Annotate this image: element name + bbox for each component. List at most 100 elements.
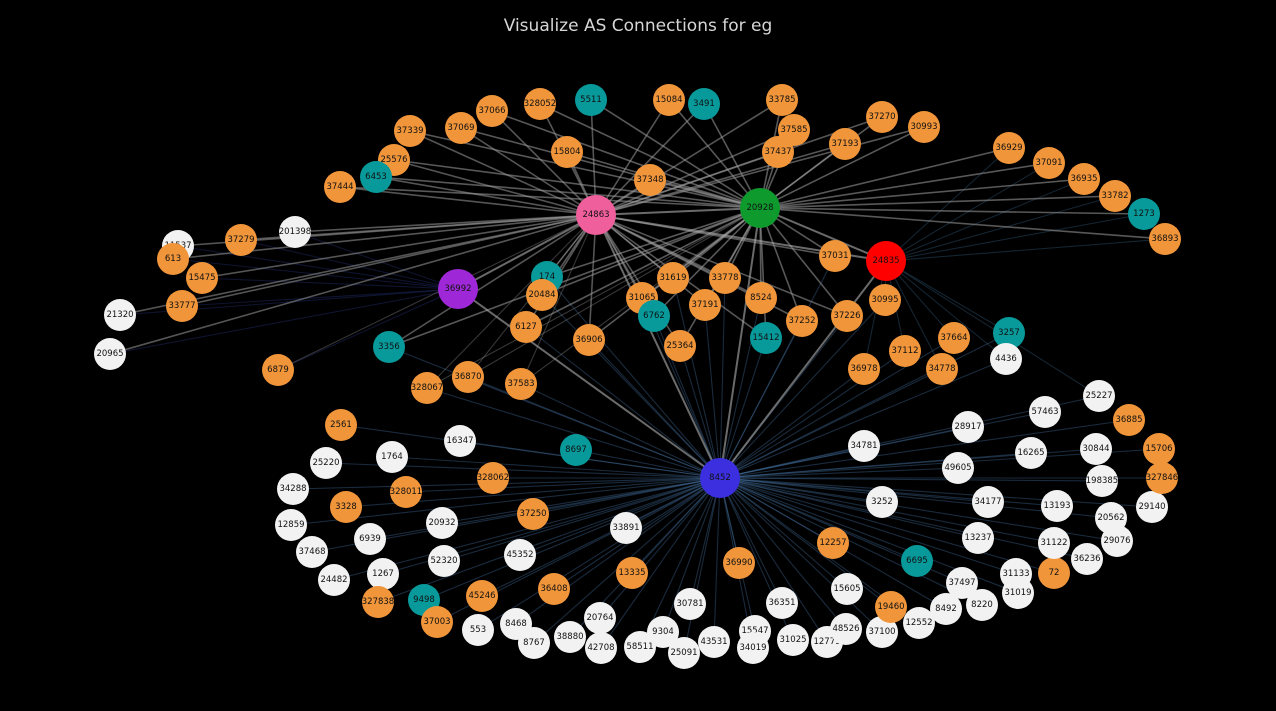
node-circle[interactable] — [376, 441, 408, 473]
node-circle[interactable] — [362, 586, 394, 618]
node-circle[interactable] — [466, 580, 498, 612]
node-25220[interactable]: 25220 — [310, 447, 342, 479]
node-circle[interactable] — [1068, 163, 1100, 195]
node-circle[interactable] — [866, 241, 906, 281]
node-circle[interactable] — [411, 372, 443, 404]
node-circle[interactable] — [952, 411, 984, 443]
node-circle[interactable] — [737, 632, 769, 664]
node-37193[interactable]: 37193 — [829, 128, 861, 160]
node-37226[interactable]: 37226 — [831, 300, 863, 332]
node-circle[interactable] — [848, 353, 880, 385]
node-circle[interactable] — [360, 161, 392, 193]
node-48526[interactable]: 48526 — [830, 613, 862, 645]
node-circle[interactable] — [394, 115, 426, 147]
node-circle[interactable] — [990, 343, 1022, 375]
node-circle[interactable] — [310, 447, 342, 479]
node-circle[interactable] — [421, 606, 453, 638]
node-20965[interactable]: 20965 — [94, 338, 126, 370]
node-15412[interactable]: 15412 — [750, 322, 782, 354]
node-circle[interactable] — [901, 545, 933, 577]
node-circle[interactable] — [638, 300, 670, 332]
node-15475[interactable]: 15475 — [186, 262, 218, 294]
node-circle[interactable] — [428, 545, 460, 577]
node-36935[interactable]: 36935 — [1068, 163, 1100, 195]
node-circle[interactable] — [186, 262, 218, 294]
node-circle[interactable] — [445, 112, 477, 144]
node-19460[interactable]: 19460 — [875, 591, 907, 623]
node-circle[interactable] — [962, 522, 994, 554]
node-circle[interactable] — [354, 523, 386, 555]
node-45352[interactable]: 45352 — [504, 539, 536, 571]
node-25364[interactable]: 25364 — [664, 330, 696, 362]
node-37003[interactable]: 37003 — [421, 606, 453, 638]
node-30993[interactable]: 30993 — [908, 111, 940, 143]
node-33785[interactable]: 33785 — [766, 84, 798, 116]
node-36992[interactable]: 36992 — [438, 269, 478, 309]
node-circle[interactable] — [1086, 465, 1118, 497]
node-57463[interactable]: 57463 — [1029, 396, 1061, 428]
node-circle[interactable] — [526, 279, 558, 311]
node-circle[interactable] — [1149, 223, 1181, 255]
node-4436[interactable]: 4436 — [990, 343, 1022, 375]
node-circle[interactable] — [318, 564, 350, 596]
node-circle[interactable] — [972, 486, 1004, 518]
node-3491[interactable]: 3491 — [688, 88, 720, 120]
node-circle[interactable] — [634, 164, 666, 196]
node-circle[interactable] — [166, 290, 198, 322]
node-circle[interactable] — [426, 507, 458, 539]
node-37250[interactable]: 37250 — [517, 498, 549, 530]
node-6453[interactable]: 6453 — [360, 161, 392, 193]
node-198385[interactable]: 198385 — [1086, 465, 1118, 497]
node-37497[interactable]: 37497 — [946, 567, 978, 599]
node-328067[interactable]: 328067 — [411, 372, 443, 404]
node-circle[interactable] — [723, 547, 755, 579]
node-36929[interactable]: 36929 — [993, 132, 1025, 164]
node-circle[interactable] — [946, 567, 978, 599]
node-34019[interactable]: 34019 — [737, 632, 769, 664]
node-29140[interactable]: 29140 — [1136, 491, 1168, 523]
node-circle[interactable] — [517, 498, 549, 530]
node-circle[interactable] — [1038, 527, 1070, 559]
node-33782[interactable]: 33782 — [1099, 180, 1131, 212]
node-33778[interactable]: 33778 — [709, 262, 741, 294]
node-36893[interactable]: 36893 — [1149, 223, 1181, 255]
node-36236[interactable]: 36236 — [1071, 543, 1103, 575]
node-3356[interactable]: 3356 — [373, 331, 405, 363]
node-circle[interactable] — [1099, 180, 1131, 212]
node-6879[interactable]: 6879 — [262, 354, 294, 386]
node-circle[interactable] — [610, 512, 642, 544]
node-15804[interactable]: 15804 — [551, 136, 583, 168]
node-37348[interactable]: 37348 — [634, 164, 666, 196]
node-circle[interactable] — [866, 616, 898, 648]
node-24863[interactable]: 24863 — [576, 195, 616, 235]
node-33891[interactable]: 33891 — [610, 512, 642, 544]
node-circle[interactable] — [993, 132, 1025, 164]
node-34781[interactable]: 34781 — [848, 430, 880, 462]
node-36906[interactable]: 36906 — [573, 324, 605, 356]
node-circle[interactable] — [262, 354, 294, 386]
node-circle[interactable] — [1029, 396, 1061, 428]
node-13237[interactable]: 13237 — [962, 522, 994, 554]
node-circle[interactable] — [829, 128, 861, 160]
node-37066[interactable]: 37066 — [476, 95, 508, 127]
node-circle[interactable] — [1128, 198, 1160, 230]
node-38880[interactable]: 38880 — [554, 621, 586, 653]
node-circle[interactable] — [674, 588, 706, 620]
node-circle[interactable] — [766, 84, 798, 116]
node-553[interactable]: 553 — [462, 614, 494, 646]
node-circle[interactable] — [926, 353, 958, 385]
node-circle[interactable] — [518, 627, 550, 659]
node-circle[interactable] — [875, 591, 907, 623]
node-circle[interactable] — [616, 557, 648, 589]
node-13193[interactable]: 13193 — [1041, 490, 1073, 522]
node-circle[interactable] — [560, 434, 592, 466]
node-circle[interactable] — [831, 573, 863, 605]
node-circle[interactable] — [576, 195, 616, 235]
node-circle[interactable] — [1041, 490, 1073, 522]
node-circle[interactable] — [1033, 147, 1065, 179]
node-circle[interactable] — [903, 607, 935, 639]
node-36885[interactable]: 36885 — [1113, 404, 1145, 436]
node-25091[interactable]: 25091 — [668, 637, 700, 669]
node-circle[interactable] — [373, 331, 405, 363]
node-circle[interactable] — [869, 284, 901, 316]
